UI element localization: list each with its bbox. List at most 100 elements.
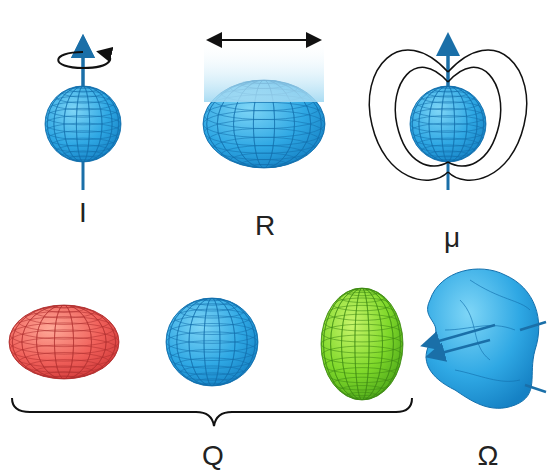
meridian-line bbox=[47, 86, 118, 162]
meridian-line bbox=[331, 288, 394, 400]
meridian-line bbox=[9, 305, 119, 379]
meridian-line bbox=[189, 298, 235, 386]
latitude-line bbox=[13, 317, 115, 339]
meridian-line bbox=[76, 86, 89, 162]
latitude-line bbox=[411, 123, 486, 139]
latitude-line bbox=[203, 111, 325, 138]
meridian-line bbox=[429, 86, 467, 162]
radius-band bbox=[204, 40, 324, 102]
meridian-line bbox=[12, 305, 115, 379]
rotation-arrow bbox=[58, 52, 110, 68]
octupole-label: Ω bbox=[478, 442, 499, 470]
overlay bbox=[425, 322, 546, 392]
meridian-line bbox=[412, 86, 483, 162]
latitude-line bbox=[167, 341, 257, 361]
meridian-line bbox=[355, 288, 369, 400]
spin-axis-top bbox=[82, 40, 85, 86]
nucleus-ball bbox=[321, 287, 403, 400]
ball-grid bbox=[9, 303, 119, 381]
meridian-line bbox=[410, 86, 486, 162]
latitude-line bbox=[46, 108, 121, 124]
quadrupole-label: Q bbox=[202, 442, 224, 470]
latitude-line bbox=[433, 156, 462, 162]
nucleus-ball bbox=[166, 297, 258, 387]
field-line bbox=[448, 67, 501, 166]
nucleus-shapes bbox=[9, 38, 539, 408]
meridian-line bbox=[177, 298, 247, 386]
meridian-line bbox=[37, 305, 92, 379]
meridian-line bbox=[54, 305, 73, 379]
ball-outline bbox=[45, 86, 121, 162]
latitude-line bbox=[194, 379, 229, 387]
meridian-line bbox=[12, 305, 115, 379]
ball-outline bbox=[9, 305, 119, 379]
meridian-line bbox=[37, 305, 92, 379]
latitude-line bbox=[321, 335, 403, 353]
moment-arrow bbox=[447, 38, 450, 86]
blob-grid bbox=[445, 280, 530, 381]
latitude-line bbox=[416, 96, 479, 110]
latitude-line bbox=[33, 366, 94, 379]
latitude-line bbox=[51, 96, 114, 110]
meridian-line bbox=[54, 305, 73, 379]
octupole-arrow bbox=[520, 322, 546, 330]
latitude-line bbox=[339, 386, 385, 396]
meridian-line bbox=[64, 86, 102, 162]
ball-body bbox=[410, 86, 486, 162]
meridian-line bbox=[419, 86, 477, 162]
meridian-line bbox=[331, 288, 394, 400]
meridian-line bbox=[166, 298, 258, 386]
ball-grid bbox=[410, 85, 486, 163]
ball-grid bbox=[166, 297, 258, 387]
latitude-line bbox=[204, 102, 324, 128]
moment-label: μ bbox=[444, 224, 460, 252]
latitude-line bbox=[230, 153, 298, 168]
meridian-line bbox=[22, 305, 106, 379]
latitude-line bbox=[9, 330, 119, 354]
latitude-line bbox=[174, 358, 250, 375]
meridian-line bbox=[177, 298, 247, 386]
meridian-line bbox=[419, 86, 477, 162]
meridian-line bbox=[64, 86, 102, 162]
latitude-line bbox=[410, 116, 486, 133]
meridian-line bbox=[204, 298, 220, 386]
field-line bbox=[448, 50, 527, 180]
meridian-line bbox=[441, 86, 454, 162]
latitude-line bbox=[46, 123, 121, 139]
latitude-line bbox=[10, 323, 118, 347]
ball-body bbox=[166, 298, 258, 386]
meridian-line bbox=[169, 298, 255, 386]
latitude-line bbox=[324, 357, 400, 374]
ball-outline bbox=[166, 298, 258, 386]
latitude-line bbox=[322, 324, 402, 342]
octupole-arrow bbox=[430, 340, 490, 356]
ball-grid bbox=[45, 85, 121, 163]
latitude-line bbox=[333, 298, 391, 311]
meridian-line bbox=[355, 288, 369, 400]
meridian-line bbox=[342, 288, 383, 400]
radius-arrow bbox=[210, 39, 318, 41]
meridian-line bbox=[22, 305, 106, 379]
meridian-line bbox=[321, 288, 403, 400]
latitude-line bbox=[339, 292, 385, 302]
nucleus-ball bbox=[9, 303, 119, 381]
latitude-line bbox=[45, 116, 121, 133]
meridian-line bbox=[323, 288, 400, 400]
meridian-line bbox=[47, 86, 118, 162]
meridian-line bbox=[342, 288, 383, 400]
meridian-line bbox=[54, 86, 112, 162]
ball-body bbox=[321, 288, 403, 400]
latitude-line bbox=[166, 332, 258, 352]
meridian-line bbox=[76, 86, 89, 162]
meridian-line bbox=[45, 86, 121, 162]
nucleus-ball bbox=[410, 85, 486, 163]
latitude-line bbox=[18, 352, 109, 372]
latitude-line bbox=[208, 128, 321, 153]
meridian-line bbox=[204, 298, 220, 386]
ball-outline bbox=[410, 86, 486, 162]
meridian-line bbox=[189, 298, 235, 386]
field-line bbox=[369, 50, 448, 180]
ball-grid bbox=[321, 287, 403, 400]
ball-body bbox=[45, 86, 121, 162]
